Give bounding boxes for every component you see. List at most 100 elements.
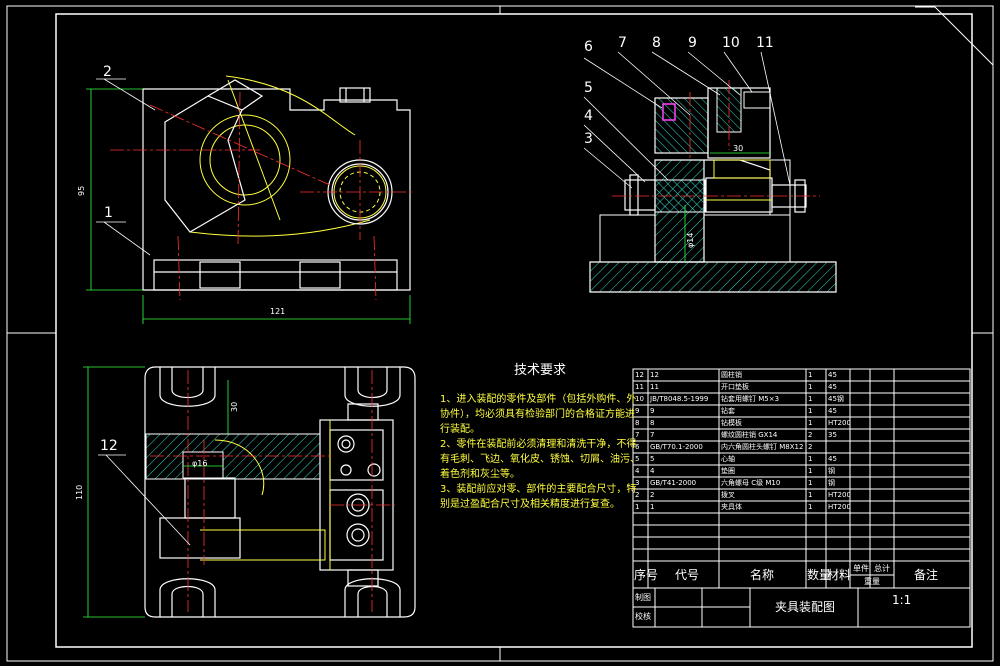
tech-title: 技术要求 [513, 363, 566, 378]
tech-item-2: 2、零件在装配前必须清理和清洗干净，不得有毛刺、飞边、氧化皮、锈蚀、切屑、油污、… [440, 439, 640, 480]
bom-qty: 1 [808, 395, 813, 403]
bom-seq: 12 [635, 371, 644, 379]
bom-code: 8 [650, 419, 655, 427]
bom-qty: 1 [808, 407, 813, 415]
bom-code: 1 [650, 503, 655, 511]
bom-material: 45 [828, 383, 837, 391]
tech-item-3: 3、装配前应对零、部件的主要配合尺寸，特别是过盈配合尺寸及相关精度进行复查。 [440, 484, 637, 510]
bom-seq: 2 [635, 491, 640, 499]
bom-name: 六角螺母 C级 M10 [721, 479, 781, 487]
table-row: 8 8 钻模板 1 HT200 [633, 417, 970, 429]
bom-material: 钢 [828, 479, 835, 487]
callout-front-1: 1 [104, 205, 113, 221]
bom-name: 钻套 [721, 407, 735, 415]
drawn-by-label: 制图 [635, 593, 651, 602]
bom-material: 45 [828, 455, 837, 463]
callout-section-10: 10 [722, 35, 740, 51]
table-row: 7 7 螺纹圆柱销 GX14 2 35 [633, 429, 970, 441]
bom-header-note: 备注 [914, 568, 939, 582]
bom-seq: 11 [635, 383, 644, 391]
bom-code: 11 [650, 383, 659, 391]
callout-top-12: 12 [100, 438, 118, 454]
bom-code: JB/T8048.5-1999 [650, 395, 709, 403]
table-row: 10 JB/T8048.5-1999 钻套用螺钉 M5×3 1 45钢 [633, 393, 970, 405]
bom-code: 2 [650, 491, 655, 499]
bom-seq: 5 [635, 455, 640, 463]
bom-qty: 1 [808, 479, 813, 487]
bom-material: 45钢 [828, 395, 844, 403]
callout-front-2: 2 [103, 64, 112, 80]
bom-seq: 10 [635, 395, 644, 403]
table-row: 1 1 夹具体 1 HT200 [633, 501, 970, 513]
bom-material: HT200 [828, 419, 850, 427]
bom-seq: 8 [635, 419, 640, 427]
bom-name: 螺纹圆柱销 GX14 [721, 431, 778, 439]
callout-section-8: 8 [652, 35, 661, 51]
tech-item-1: 1、进入装配的零件及部件（包括外购件、外协件），均必须具有检验部门的合格证方能进… [440, 394, 637, 435]
dim-top-small: 30 [230, 401, 239, 412]
bom-code: 7 [650, 431, 655, 439]
bom-code: 12 [650, 371, 659, 379]
bom-header-weight: 重量 [864, 577, 880, 586]
sheet-border [6, 5, 994, 662]
bom-material: 35 [828, 431, 837, 439]
callout-section-3: 3 [584, 131, 593, 147]
bom-qty: 2 [808, 431, 813, 439]
bom-name: 内六角圆柱头螺钉 M8X12 [721, 443, 804, 451]
front-view [86, 75, 415, 324]
callout-section-9: 9 [688, 35, 697, 51]
bom-code: 5 [650, 455, 655, 463]
bom-code: GB/T41-2000 [650, 479, 697, 487]
bom-material: HT200 [828, 491, 850, 499]
bom-seq: 1 [635, 503, 640, 511]
bom-name: 开口垫板 [721, 383, 749, 391]
table-row: 2 2 拨叉 1 HT200 [633, 489, 970, 501]
bom-header-seq: 序号 [634, 568, 659, 582]
dim-section-small: 30 [733, 144, 744, 153]
bom-material [826, 441, 850, 453]
bom-seq: 3 [635, 479, 640, 487]
bom-qty: 1 [808, 491, 813, 499]
dim-section-vertical: φ14 [686, 232, 695, 248]
callout-section-5: 5 [584, 80, 593, 96]
bom-name: 拨叉 [721, 491, 735, 499]
technical-requirements: 技术要求 1、进入装配的零件及部件（包括外购件、外协件），均必须具有检验部门的合… [440, 363, 640, 512]
bom-name: 钻模板 [721, 419, 742, 427]
callout-section-7: 7 [618, 35, 627, 51]
bom-code: GB/T70.1-2000 [650, 443, 703, 451]
bom-qty: 1 [808, 455, 813, 463]
drawing-title: 夹具装配图 [775, 600, 836, 614]
bom-name: 夹具体 [721, 503, 742, 511]
dim-top-dia: φ16 [192, 459, 208, 468]
bom-qty: 1 [808, 383, 813, 391]
checked-by-label: 校核 [635, 612, 651, 621]
drawing-scale: 1:1 [892, 593, 912, 607]
bom-code: 9 [650, 407, 655, 415]
table-row: 9 9 钻套 1 45 [633, 405, 970, 417]
table-row: 4 4 垫圈 1 钢 [633, 465, 970, 477]
section-view [583, 51, 837, 293]
table-row: 6 GB/T70.1-2000 内六角圆柱头螺钉 M8X12 2 [633, 441, 970, 453]
bom-code: 4 [650, 467, 655, 475]
bom-seq: 6 [635, 443, 640, 451]
bom-material: 45 [828, 371, 837, 379]
bom-header-unit-weight: 单件 [853, 564, 869, 573]
bom-seq: 7 [635, 431, 640, 439]
table-row: 5 5 心轴 1 45 [633, 453, 970, 465]
dim-front-height: 95 [77, 185, 86, 196]
bom-qty: 1 [808, 419, 813, 427]
bom-qty: 2 [808, 443, 813, 451]
bom-name: 圆柱销 [721, 371, 742, 379]
bom-seq: 4 [635, 467, 640, 475]
bom-grid [632, 368, 971, 628]
bom-material: 45 [828, 407, 837, 415]
bom-qty: 1 [808, 467, 813, 475]
bom-seq: 9 [635, 407, 640, 415]
table-row: 3 GB/T41-2000 六角螺母 C级 M10 1 钢 [633, 477, 970, 489]
bom-header-total-weight: 总计 [874, 564, 890, 573]
bom-header-name: 名称 [750, 568, 775, 582]
dim-front-width: 121 [270, 307, 286, 316]
callout-section-11: 11 [756, 35, 774, 51]
callout-section-6: 6 [584, 39, 593, 55]
